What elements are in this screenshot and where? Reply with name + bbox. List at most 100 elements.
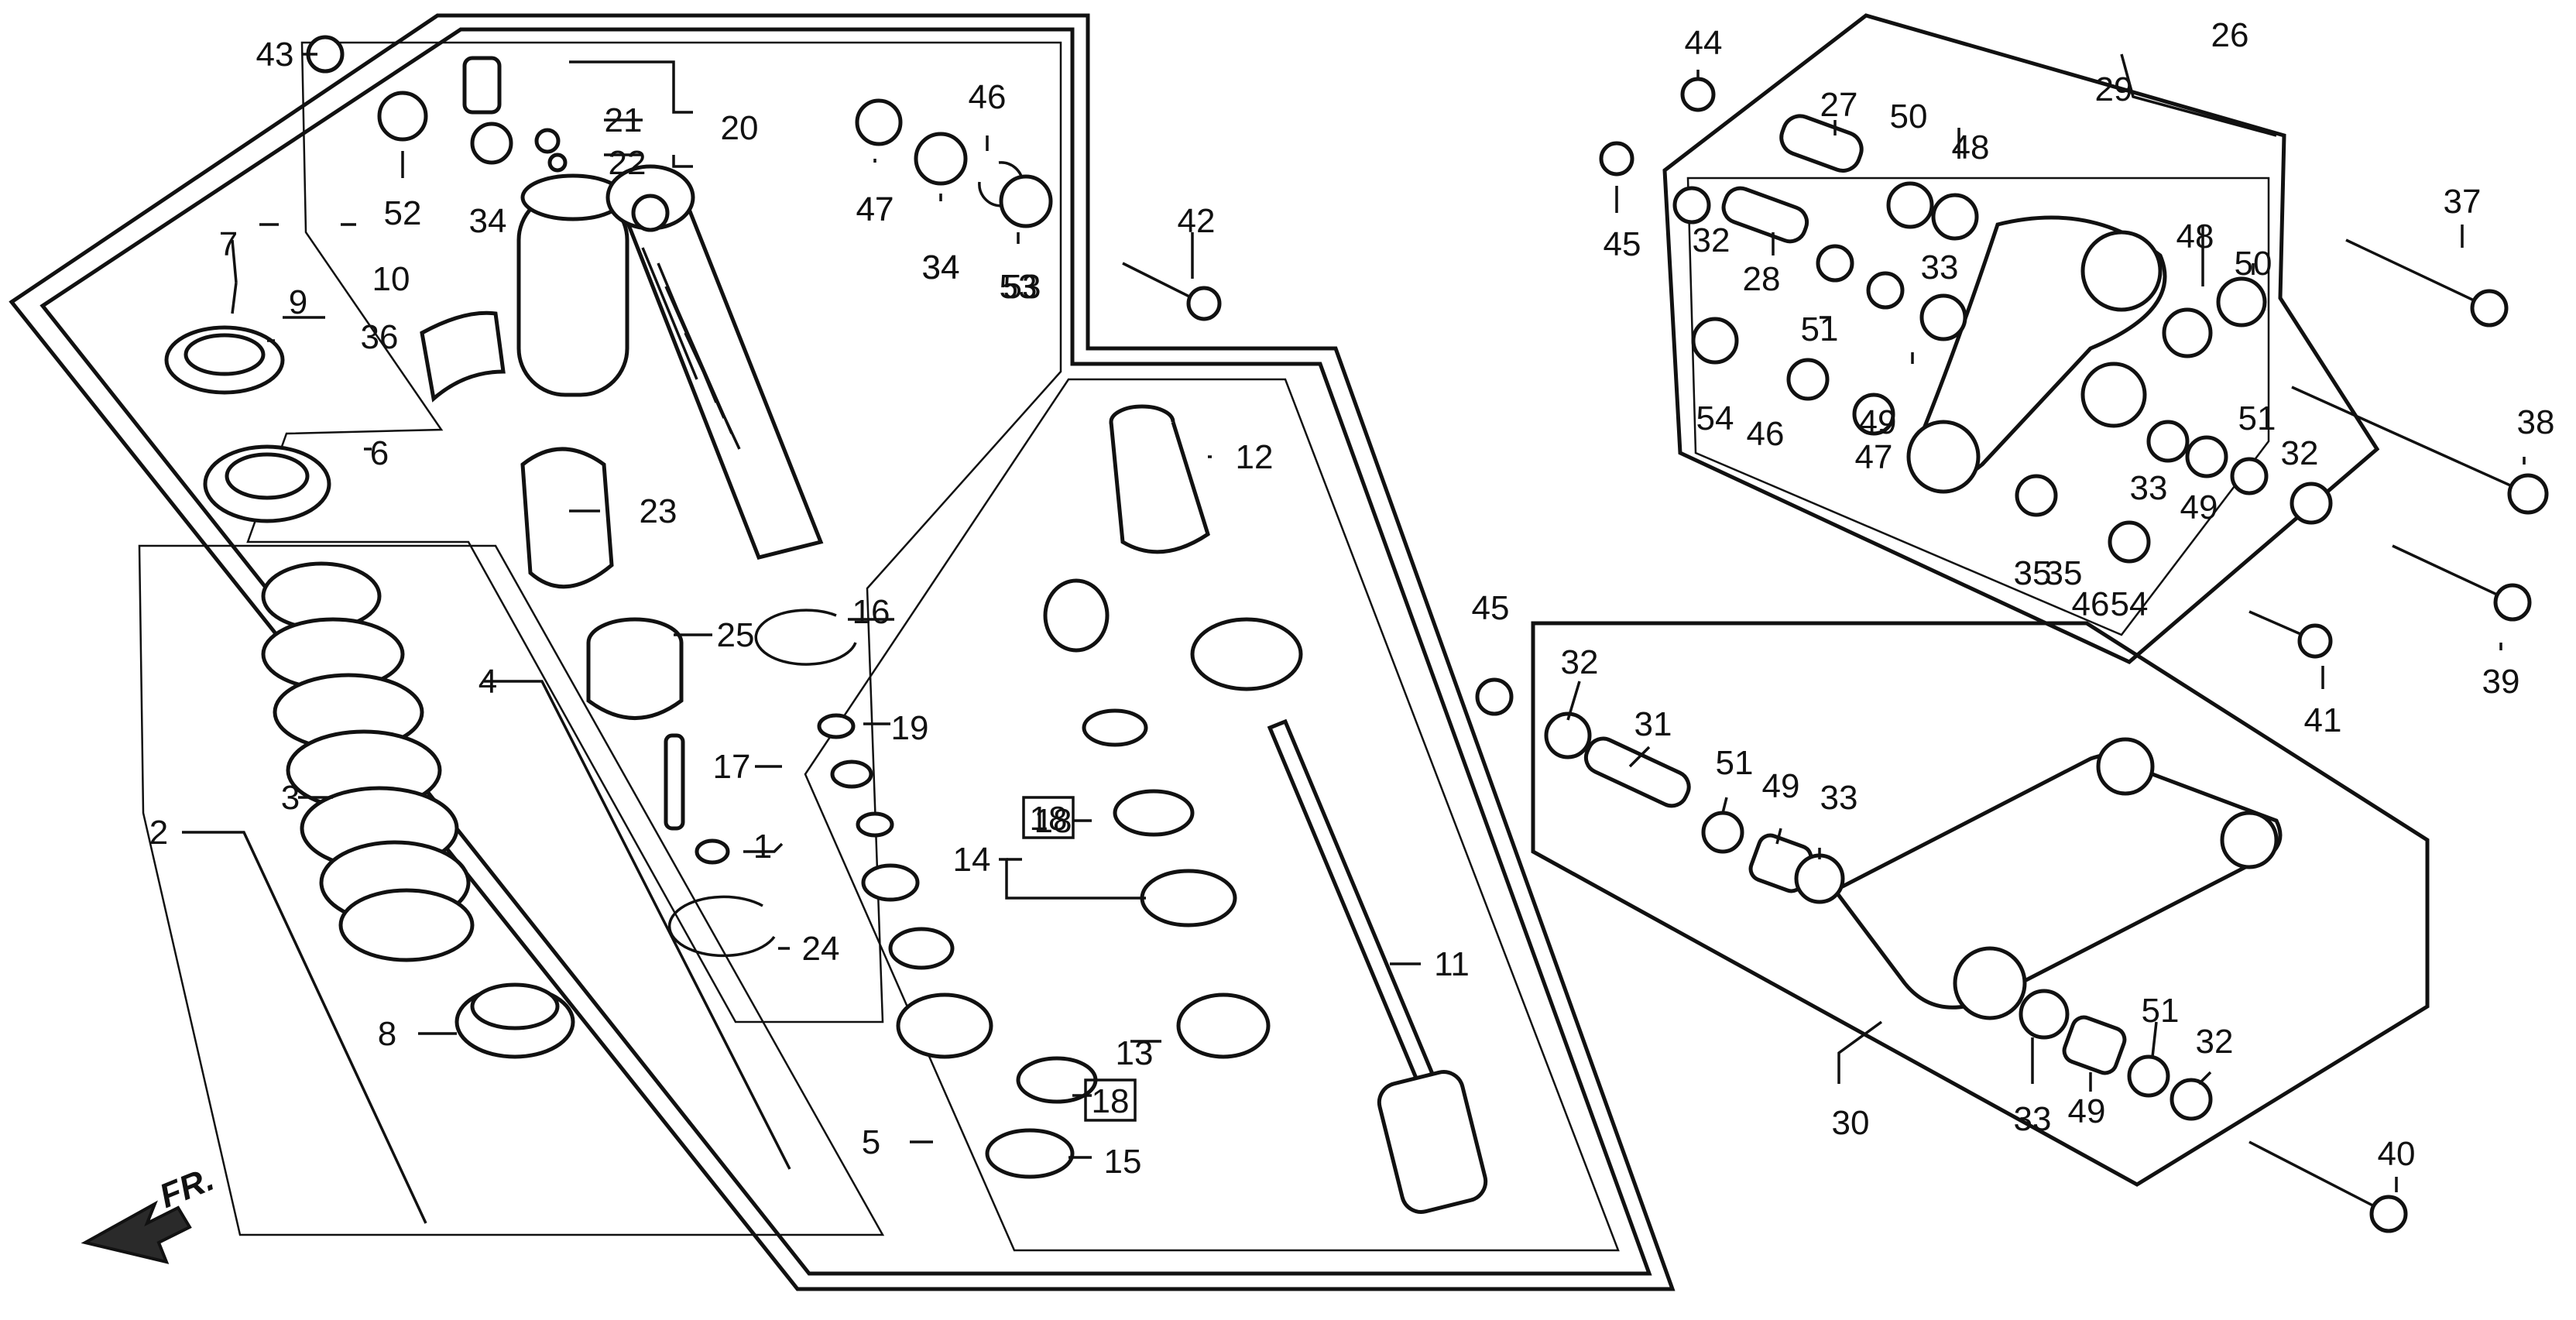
callout-label: 12 [1236,438,1274,476]
front-direction-label: FR. [154,1160,219,1215]
arm-bearings-part [1672,114,2333,564]
callout-label: 47 [1855,438,1893,476]
callout-label: 40 [2378,1135,2416,1173]
damper-rod-part [1267,718,1488,1214]
callout-label: 33 [1820,779,1858,817]
callout-label: 45 [1472,589,1510,627]
callout-label: 21 [605,101,643,139]
callout-label: 32 [2196,1023,2234,1061]
callout-label: 46 [969,78,1007,116]
callout-label: 35 [2045,554,2083,592]
callout-label: 6 [370,434,389,472]
callout-label: 54 [2111,585,2149,623]
callout-label: 34 [922,249,960,286]
callout-label: 43 [256,36,294,74]
callout-label: 49 [1859,403,1897,441]
callout-label: 37 [2444,183,2482,221]
callout-label: 51 [1801,310,1839,348]
reservoir-part [516,173,629,397]
callout-label: 18 [1034,802,1072,840]
leader-lines [182,53,2526,1224]
callout-label: 30 [1832,1104,1870,1142]
callout-label: 5 [862,1123,880,1161]
callout-label: 50 [2235,245,2272,283]
boxed-callout-label: 18 [1092,1082,1130,1120]
callout-label: 33 [2130,469,2168,507]
callout-label: 53 [1003,268,1041,306]
bladder-part [520,447,614,589]
callout-label: 16 [852,593,890,631]
callout-label: 33 [1921,249,1959,286]
callout-label: 2 [149,814,168,852]
shock-link-part [1832,737,2283,1020]
callout-label: 17 [713,748,751,786]
callout-label: 31 [1634,705,1672,743]
callout-label: 45 [1604,225,1641,263]
front-direction-arrow [81,1200,192,1264]
callout-label: 52 [384,194,422,232]
callout-label: 51 [1716,744,1754,782]
callout-label: 46 [1747,415,1785,453]
callout-label: 4 [478,663,497,701]
callout-label: 13 [1116,1034,1154,1072]
callout-label: 51 [2238,399,2276,437]
shock-arm-inner-border [1686,177,2270,636]
shock-arm-part [1906,215,2167,494]
callout-label: 50 [1890,98,1928,135]
callout-label: 48 [2176,218,2214,255]
boxed-callout-label: 18 [1030,800,1068,838]
stopper-part [420,310,506,403]
callout-label: 25 [717,616,755,654]
callout-label: 32 [1693,221,1730,259]
callout-label: 32 [2281,434,2319,472]
callout-label: 23 [640,492,677,530]
callout-labels: 1 2 3 4 5 6 7 8 9 10 11 12 13 14 15 16 1… [149,16,2555,1181]
spring-seat-part [454,982,575,1059]
damper-rod-subgroup-border [804,378,1620,1252]
callout-label: 47 [856,190,894,228]
callout-label: 48 [1952,129,1990,166]
shock-assembly-outer-border [9,13,1676,1291]
callout-label: 49 [2180,489,2218,526]
shock-assembly-middle-border [39,27,1652,1276]
callout-label: 11 [1434,945,1470,983]
repeated-callout-labels: 32 32 32 33 33 33 34 35 45 46 46 47 48 4… [856,190,2319,1130]
nut-45-lower-part [1475,677,1514,716]
boxed-callout-frame [1022,796,1075,839]
shock-link-group-border [1531,621,2430,1187]
valve-part [462,56,568,173]
shock-body-subgroup-border [246,41,1062,1023]
callout-label: 9 [289,283,307,321]
callout-label: 10 [372,260,410,298]
callout-label: 32 [1561,643,1599,681]
section-borders [9,13,2430,1291]
callout-label: 39 [2482,663,2520,701]
callout-label: 14 [953,841,991,879]
nut-45-upper-part [1599,141,1634,177]
shock-arm-group-border [1662,13,2380,664]
circlip-16-part [754,609,857,666]
damper-cap-part [586,617,684,720]
callout-label: 34 [922,249,960,286]
shock-body-part [605,164,824,560]
callout-label: 36 [361,318,399,356]
callout-label: 42 [1178,202,1216,240]
nut-44-part [1680,77,1716,112]
top-hardware-part [377,91,1053,228]
bump-rubber-part [1109,404,1210,554]
shock-spring-subgroup-border [138,544,885,1236]
callout-label: 47 [856,190,894,228]
valve-stem-part [664,733,685,831]
callout-label: 3 [281,779,300,817]
callout-label: 26 [2211,16,2249,54]
callout-label: 51 [2142,992,2180,1030]
boxed-callouts: 18 18 [1022,796,1137,1122]
link-bearings-part [1544,711,2213,1121]
callout-label: 46 [2072,585,2110,623]
callout-label: 54 [1696,399,1734,437]
piston-stack-part [817,578,1303,1179]
callout-label: 41 [2304,701,2342,739]
callout-label: 1 [753,828,772,866]
callout-label: 22 [609,144,647,182]
